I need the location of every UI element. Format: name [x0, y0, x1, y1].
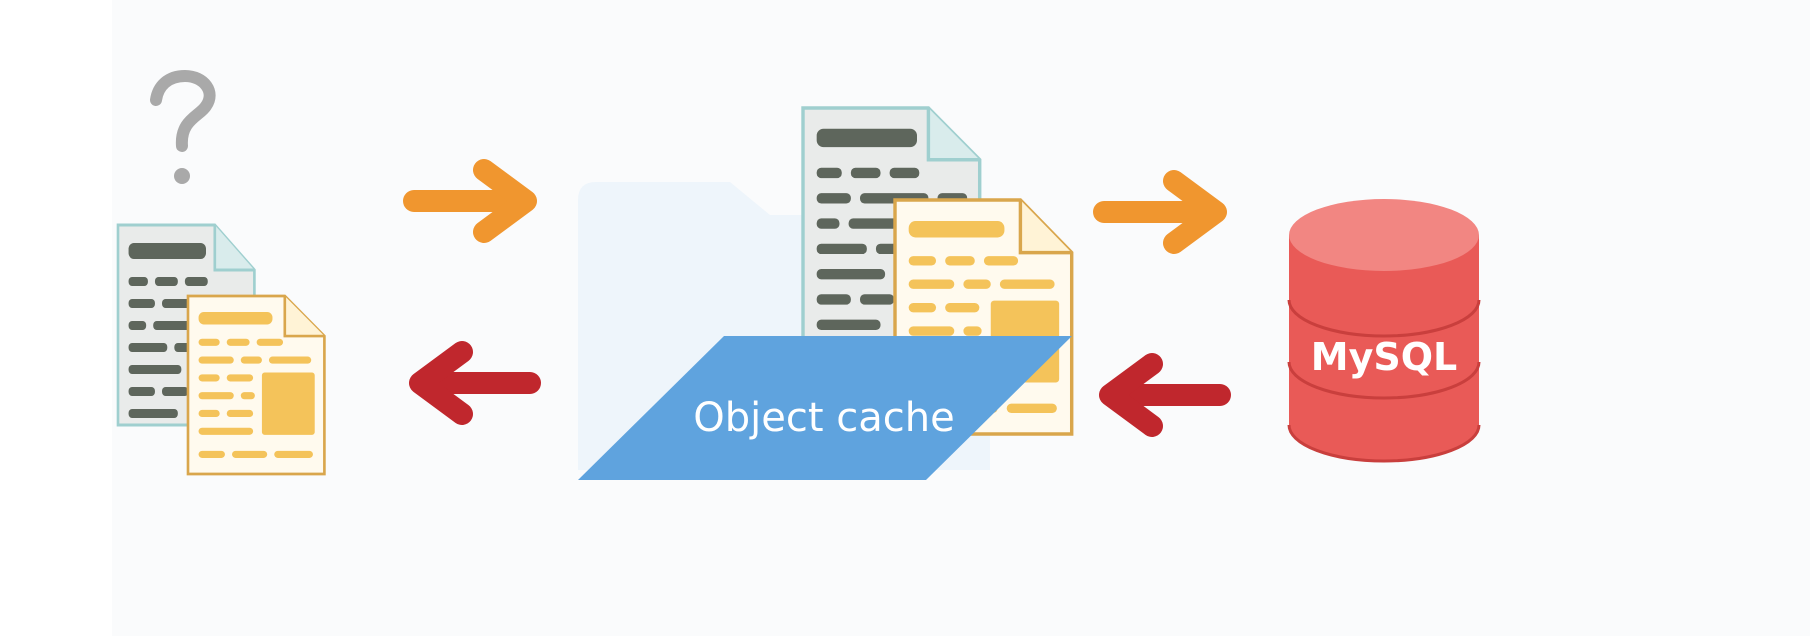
database-label: MySQL [1311, 335, 1457, 379]
request-arrow-to-cache [403, 159, 537, 243]
question-mark-icon [150, 69, 216, 184]
response-arrow-to-cache [1099, 353, 1231, 437]
response-arrow-to-client [409, 341, 541, 425]
object-cache-panel: Object cache [578, 336, 1072, 480]
database-icon: MySQL [1287, 199, 1481, 463]
client-document-yellow-icon [186, 294, 326, 476]
object-cache-label: Object cache [693, 395, 954, 441]
request-arrow-to-database [1093, 170, 1227, 254]
